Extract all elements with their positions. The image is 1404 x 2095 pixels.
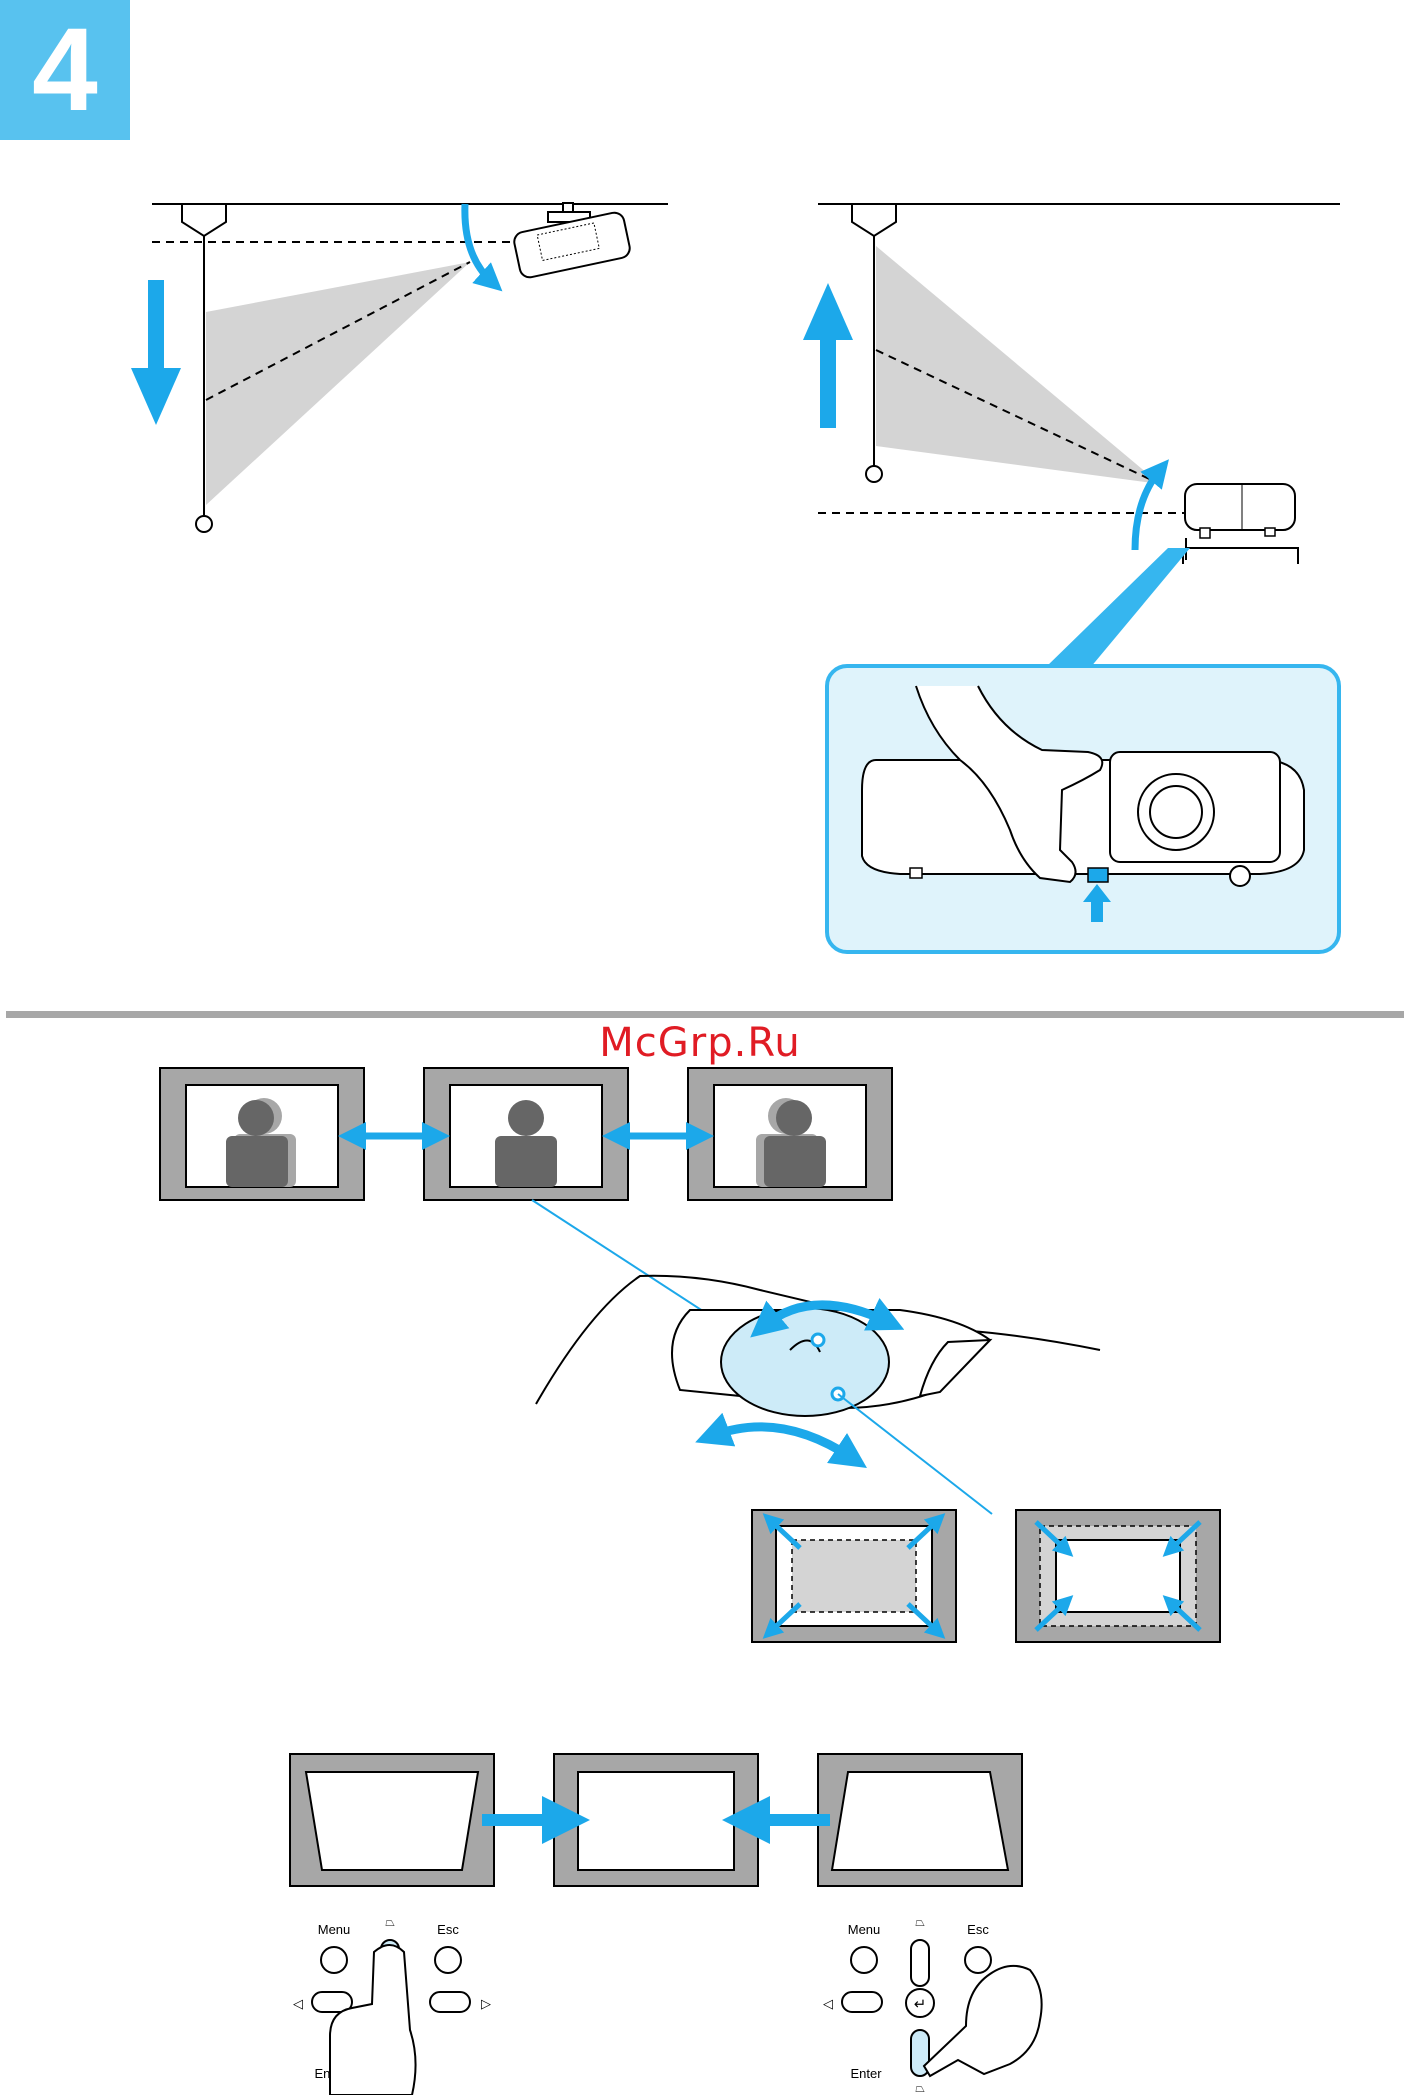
keystone-up-icon: ⏢ xyxy=(915,1915,925,1929)
projector-floor xyxy=(1185,484,1295,538)
volume-up-icon: ▷ xyxy=(481,1996,491,2011)
projection-beam xyxy=(876,246,1160,484)
projector-ceiling xyxy=(512,203,631,279)
keystone-up-button[interactable] xyxy=(911,1940,929,1986)
enter-icon: ↵ xyxy=(914,1996,927,2013)
menu-label: Menu xyxy=(318,1922,351,1937)
keystone-down-icon: ⏢ xyxy=(915,2081,925,2095)
ceiling-mount-diagram xyxy=(131,203,668,532)
callout-pointer xyxy=(1045,548,1190,668)
section-divider xyxy=(6,1011,1404,1018)
esc-button[interactable] xyxy=(435,1947,461,1973)
menu-label: Menu xyxy=(848,1922,881,1937)
keystone-frames xyxy=(290,1754,1022,1886)
arrow-up-icon xyxy=(803,283,853,428)
volume-down-icon: ◁ xyxy=(823,1996,833,2011)
foot-lever xyxy=(1088,868,1108,882)
menu-button[interactable] xyxy=(321,1947,347,1973)
keystone-up-icon: ⏢ xyxy=(385,1915,395,1929)
zoom-ring-arrow-icon xyxy=(712,1427,852,1458)
control-panel-right: Menu Esc ⏢ ◁ ↵ Enter ⏢ xyxy=(823,1915,1042,2095)
arrow-down-icon xyxy=(131,280,181,425)
esc-label: Esc xyxy=(437,1922,459,1937)
menu-button[interactable] xyxy=(851,1947,877,1973)
hand-icon xyxy=(924,1966,1042,2076)
esc-button[interactable] xyxy=(965,1947,991,1973)
enter-label: Enter xyxy=(850,2066,882,2081)
volume-down-button[interactable] xyxy=(842,1992,882,2012)
lens-shift-frames xyxy=(160,1068,892,1200)
lens-detail xyxy=(532,1200,1100,1514)
volume-up-button[interactable] xyxy=(430,1992,470,2012)
control-panel-left: Menu Esc ⏢ ◁ ▷ Enter xyxy=(293,1915,491,2095)
floor-placement-diagram xyxy=(803,204,1340,952)
projection-beam xyxy=(206,262,470,505)
esc-label: Esc xyxy=(967,1922,989,1937)
volume-down-icon: ◁ xyxy=(293,1996,303,2011)
zoom-frames xyxy=(752,1510,1220,1642)
